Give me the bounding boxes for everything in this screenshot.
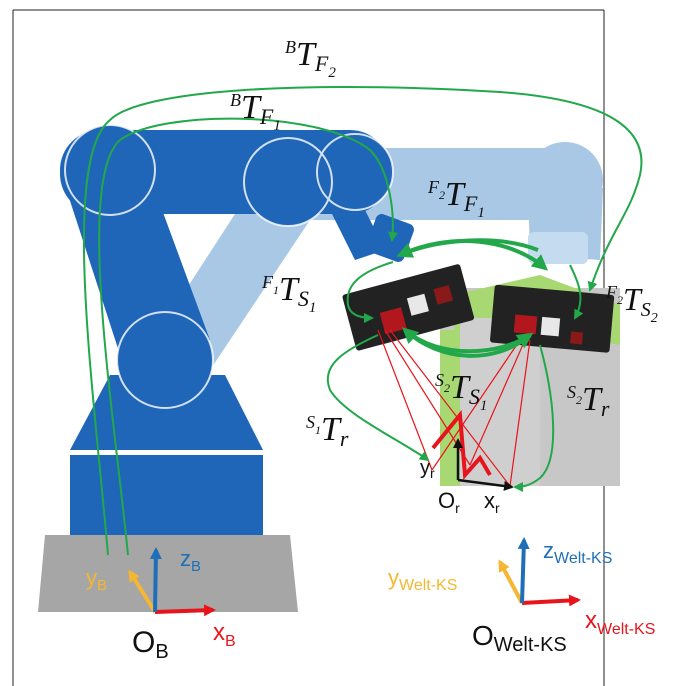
label-b-t-f1: BTF1 (230, 89, 281, 134)
arrow-f1-t-f2 (399, 239, 549, 271)
arrow-f2-t-s2 (569, 264, 584, 320)
label-f1-t-s1: F1TS1 (261, 271, 316, 316)
world-x-axis (521, 594, 581, 607)
label-base-x: xB (213, 619, 236, 650)
base-y-axis (128, 569, 157, 614)
base-z-axis (149, 547, 162, 613)
label-base-origin: OB (132, 626, 169, 663)
ref-x-axis (457, 478, 514, 491)
label-base-y: yB (86, 565, 107, 594)
label-f2-t-s2: F2TS2 (605, 281, 658, 326)
label-ref-y: yr (420, 457, 435, 481)
target-zigzag (431, 409, 492, 480)
arrow-b-t-f2 (82, 86, 643, 556)
arrow-f1-t-s1 (346, 261, 394, 323)
transform-arrows (82, 86, 643, 556)
label-world-x: xWelt-KS (585, 607, 655, 638)
reference-frame (453, 438, 514, 491)
label-s2-t-s1: S2TS1 (435, 369, 487, 414)
base-plate (38, 535, 298, 612)
label-f2-t-f1: F2TF1 (427, 176, 485, 221)
robot-joint-shoulder (65, 125, 155, 215)
label-s2-t-r: S2Tr (567, 381, 610, 421)
arrow-s2-t-r (513, 344, 555, 492)
arrow-s1-t-r (326, 334, 430, 462)
label-b-t-f2: BTF2 (285, 36, 336, 81)
world-y-axis (498, 559, 524, 604)
label-world-z: zWelt-KS (543, 538, 612, 567)
robot-flange (366, 214, 414, 262)
label-ref-origin: Or (438, 488, 460, 516)
label-world-origin: OWelt-KS (472, 620, 567, 656)
robot-arm (60, 125, 414, 535)
label-world-y: yWelt-KS (388, 565, 457, 594)
label-s1-t-r: S1Tr (306, 411, 349, 451)
base-frame (128, 547, 216, 617)
robot-base (70, 375, 263, 450)
robot-joint-elbow (244, 138, 332, 226)
sensor-2 (490, 284, 615, 353)
base-x-axis (154, 604, 216, 617)
label-ref-x: xr (484, 488, 500, 516)
laser-rays (377, 329, 531, 487)
label-base-z: zB (180, 546, 201, 575)
arrow-s1-t-s2 (402, 327, 532, 358)
world-z-axis (517, 537, 530, 604)
sensor-1 (342, 264, 475, 351)
arrow-b-t-f1 (98, 117, 398, 556)
world-frame (498, 537, 581, 607)
